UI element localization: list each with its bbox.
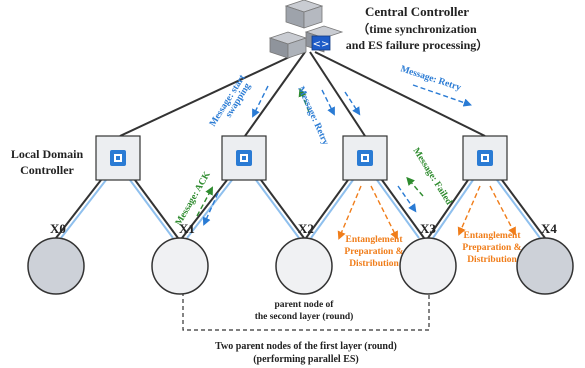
local-controller-4 [462, 135, 508, 181]
central-controller-subtitle-1: （time synchronization [357, 21, 477, 36]
msg-retry-top: Message: Retry [399, 64, 462, 93]
node-x3 [399, 237, 457, 295]
parent-bracket [182, 292, 430, 331]
node-x2 [275, 237, 333, 295]
svg-text:Entanglement: Entanglement [464, 231, 522, 241]
local-domain-label-2: Controller [20, 163, 74, 177]
svg-text:Distribution: Distribution [349, 259, 399, 269]
node-x0 [27, 237, 85, 295]
parent-second-label-2: the second layer (round) [255, 311, 354, 322]
parent-second-label-1: parent node of [275, 300, 335, 310]
local-controller-3 [342, 135, 388, 181]
central-controller-title: Central Controller [365, 4, 469, 19]
local-domain-label-1: Local Domain [11, 147, 84, 161]
entanglement-label-left: Entanglement Preparation & Distribution [344, 235, 403, 269]
svg-text:Entanglement: Entanglement [346, 235, 404, 245]
node-x1 [151, 237, 209, 295]
entanglement-label-right: Entanglement Preparation & Distribution [462, 231, 521, 265]
node-label-x2: X2 [298, 221, 314, 236]
node-label-x4: X4 [541, 221, 557, 236]
msg-failed: Message: Failed [410, 146, 453, 207]
message-arrows [196, 84, 516, 240]
parent-first-label-1: Two parent nodes of the first layer (rou… [215, 341, 397, 352]
svg-text:Preparation &: Preparation & [462, 243, 521, 253]
parent-first-label-2: (performing parallel ES) [253, 354, 359, 365]
msg-retry-mid: Message: Retry [295, 85, 330, 147]
node-label-x1: X1 [179, 221, 195, 236]
svg-text:Preparation &: Preparation & [344, 247, 403, 257]
node-x4 [516, 237, 574, 295]
local-controller-2 [221, 135, 267, 181]
central-controller-icon: <> [268, 0, 344, 59]
node-label-x3: X3 [420, 221, 436, 236]
svg-text:Distribution: Distribution [467, 255, 517, 265]
node-label-x0: X0 [50, 221, 66, 236]
local-controller-1 [95, 135, 141, 181]
domain-links [55, 179, 546, 239]
msg-ack: Message: ACK [174, 170, 213, 228]
svg-text:<>: <> [313, 39, 330, 50]
central-controller-subtitle-2: and ES failure processing） [346, 37, 489, 52]
central-links [119, 51, 486, 137]
